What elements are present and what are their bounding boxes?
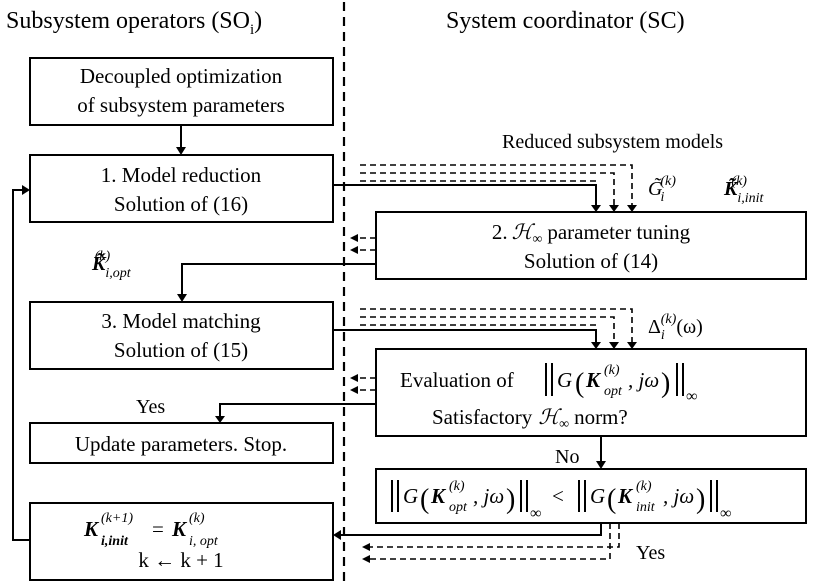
svg-text:Solution of (16): Solution of (16) [114,192,248,216]
svg-text:Evaluation of: Evaluation of [400,368,514,392]
svg-text:∞: ∞ [720,505,731,522]
svg-text:=: = [152,517,164,541]
svg-text:(: ( [575,368,584,399]
svg-text:init: init [636,500,656,515]
label-reduced-subsystem-models: Reduced subsystem models [502,131,723,153]
dashed-feed-4 [360,308,633,342]
svg-text:of subsystem parameters: of subsystem parameters [77,93,285,117]
svg-text:(k): (k) [636,479,652,494]
svg-text:2.ℋ∞parameter tuning: 2.ℋ∞parameter tuning [492,220,691,247]
svg-text:K: K [430,484,447,508]
svg-text:K: K [83,517,100,541]
dashed-return-6 [370,523,611,560]
svg-text:opt: opt [449,500,468,515]
svg-text:(: ( [420,484,429,515]
svg-text:, jω: , jω [628,368,659,392]
svg-text:(k+1): (k+1) [101,511,133,526]
svg-text:(: ( [607,484,616,515]
box-model-matching: 3. Model matching Solution of (15) [29,301,334,370]
svg-text:G: G [403,484,418,508]
svg-text:i,init: i,init [101,534,129,549]
svg-text:1. Model reduction: 1. Model reduction [101,163,262,187]
svg-text:Solution of (15): Solution of (15) [114,338,248,362]
box-update-stop: Update parameters. Stop. [29,422,334,464]
box-norm-comparison: G ( K opt (k) , jω ) ∞ < G ( K init (k) … [375,468,807,524]
header-subsystem-operators: Subsystem operators (SOi) [6,8,262,38]
svg-text:K̃i,init(k): K̃i,init(k) [723,174,765,206]
box-model-reduction: 1. Model reduction Solution of (16) [29,154,334,223]
svg-text:∞: ∞ [530,505,541,522]
svg-text:k ← k + 1: k ← k + 1 [138,548,223,572]
arrow-matching-to-evaluation [333,329,597,342]
svg-text:i, opt: i, opt [189,534,219,549]
label-yes-satisfactory: Yes [136,396,165,418]
label-delta: Δi(k)(ω) [648,312,703,343]
arrow-comparison-to-update-k [341,523,602,536]
box-evaluation: Evaluation of G ( K opt (k) , jω ) ∞ Sat… [375,348,807,437]
svg-text:K: K [171,517,188,541]
svg-text:G̃i(k): G̃i(k) [648,174,676,205]
svg-text:K: K [617,484,634,508]
svg-text:(k): (k) [449,479,465,494]
dashed-feed-1 [360,164,633,205]
svg-text:G: G [590,484,605,508]
label-reduced-model-symbols: G̃i(k) K̃i,init(k) [648,174,765,206]
svg-text:3. Model matching: 3. Model matching [101,309,261,333]
svg-text:Update parameters. Stop.: Update parameters. Stop. [75,432,287,456]
svg-text:, jω: , jω [473,484,504,508]
svg-text:G: G [557,368,572,392]
svg-text:opt: opt [604,384,623,399]
arrow-reduction-to-tuning [333,184,597,205]
svg-text:K: K [585,368,602,392]
dashed-return-5 [370,523,620,548]
header-system-coordinator: System coordinator (SC) [446,8,685,34]
svg-text:(k): (k) [189,511,205,526]
svg-text:Solution of (14): Solution of (14) [524,249,658,273]
svg-text:): ) [661,368,670,399]
svg-text:<: < [552,484,564,508]
dashed-feed-2 [360,172,615,205]
dashed-feed-5 [360,316,615,342]
label-yes-improvement: Yes [636,542,665,564]
svg-text:, jω: , jω [663,484,694,508]
dashed-feed-6 [360,324,597,342]
svg-text:): ) [506,484,515,515]
box-decoupled-optimization: Decoupled optimization of subsystem para… [29,57,334,126]
svg-text:Decoupled optimization: Decoupled optimization [80,64,283,88]
label-no: No [555,446,579,468]
svg-text:(k): (k) [604,363,620,378]
box-k-update: K i,init (k+1) = K i, opt (k) k ← k + 1 [29,502,334,581]
svg-text:): ) [696,484,705,515]
box-hinf-parameter-tuning: 2.ℋ∞parameter tuning Solution of (14) [375,211,807,280]
arrow-feedback-loop [12,189,30,541]
svg-text:∞: ∞ [686,388,697,405]
label-k-tilde-opt: K̃i,opt(k) [91,249,132,281]
arrow-yes-to-update [219,403,376,416]
arrow-tuning-to-matching [181,263,376,294]
